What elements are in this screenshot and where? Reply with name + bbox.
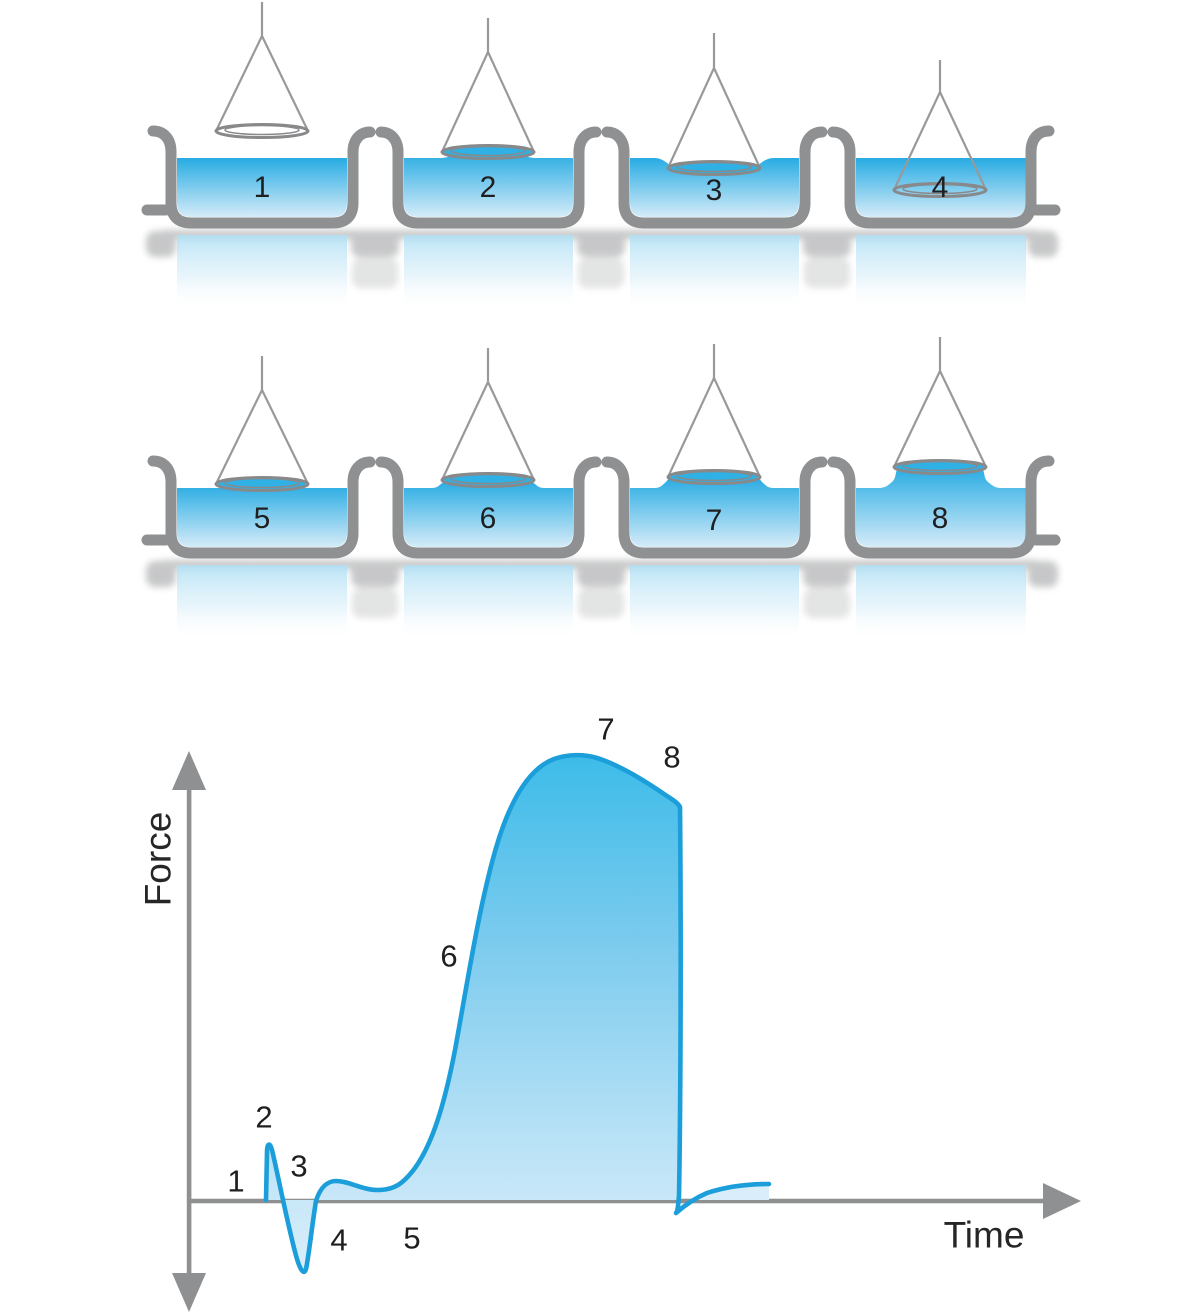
hanger-4	[893, 60, 987, 191]
y-axis-arrow-up-icon	[172, 751, 206, 790]
panel-label-6: 6	[479, 502, 497, 535]
x-axis-label: Time	[943, 1214, 1025, 1256]
y-axis-arrow-down-icon	[172, 1273, 206, 1312]
dunouy-rings	[214, 123, 988, 492]
force-curve-stroke	[263, 752, 772, 1275]
hanger-7	[667, 344, 761, 478]
hanger-6	[441, 348, 535, 481]
y-axis-label: Force	[137, 811, 179, 907]
liquid-vessel-2	[404, 152, 573, 217]
ring-4	[892, 182, 988, 198]
panel-label-1: 1	[253, 171, 271, 204]
ring-5	[214, 476, 310, 492]
ring-1	[214, 123, 310, 139]
hanger-2	[441, 18, 535, 153]
y-axis-line	[186, 788, 192, 1278]
x-axis-line	[189, 1198, 1045, 1204]
liquid-vessel-5	[177, 484, 347, 547]
force-curve-tail-fill	[676, 1184, 769, 1213]
panel-label-2: 2	[479, 171, 497, 204]
ring-hangers	[215, 2, 987, 485]
liquid-vessel-1	[177, 158, 347, 217]
x-axis-arrow-right-icon	[1043, 1183, 1081, 1219]
liquid-row-1	[177, 152, 1026, 217]
panel-label-8: 8	[931, 502, 949, 535]
force-time-chart	[172, 751, 1081, 1312]
hanger-8	[893, 337, 987, 468]
curve-stage-label-1: 1	[227, 1163, 245, 1199]
curve-stage-label-4: 4	[330, 1222, 348, 1258]
chart-axes	[172, 751, 1081, 1312]
curve-stage-label-2: 2	[255, 1099, 273, 1135]
liquid-vessel-4	[856, 158, 1026, 217]
ring-3	[666, 160, 762, 176]
ring-6	[440, 472, 536, 488]
ring-7	[666, 469, 762, 485]
liquid-vessel-6	[404, 481, 573, 547]
panel-label-3: 3	[705, 174, 723, 207]
liquid-vessel-8	[856, 467, 1026, 547]
panel-label-4: 4	[931, 171, 949, 204]
liquid-vessel-3	[630, 158, 799, 217]
curve-stage-label-6: 6	[440, 938, 458, 974]
ring-2	[440, 144, 536, 160]
force-curve-fill	[266, 755, 680, 1272]
liquid-vessel-7	[630, 477, 799, 547]
curve-stage-label-3: 3	[290, 1148, 308, 1184]
panel-label-5: 5	[253, 502, 271, 535]
curve-stage-label-8: 8	[663, 739, 681, 775]
hanger-1	[215, 2, 309, 132]
hanger-3	[667, 33, 761, 169]
ring-8	[892, 459, 988, 475]
hanger-5	[215, 356, 309, 485]
panel-label-7: 7	[705, 504, 723, 537]
curve-stage-label-5: 5	[403, 1220, 421, 1256]
curve-stage-label-7: 7	[597, 711, 615, 747]
liquid-row-2	[177, 467, 1026, 547]
